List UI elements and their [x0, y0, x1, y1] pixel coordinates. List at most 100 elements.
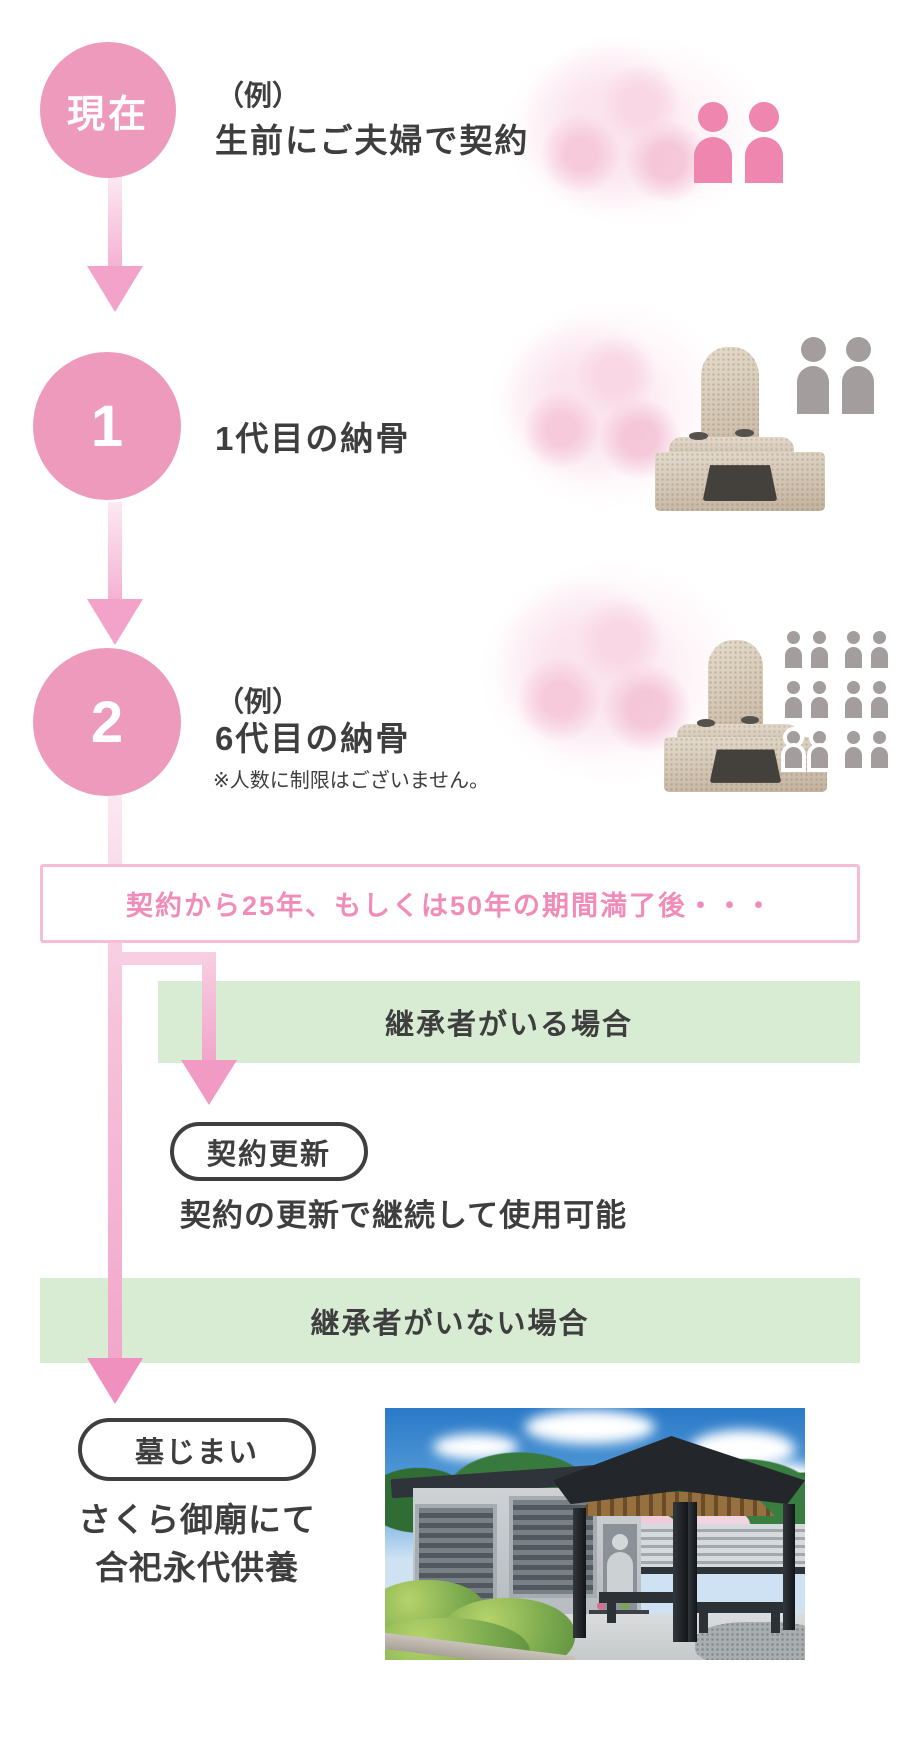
person-head [873, 631, 886, 644]
bench-leg [699, 1613, 708, 1633]
crowd-row [785, 681, 888, 718]
person-body [811, 747, 828, 768]
person-icon [811, 731, 828, 768]
person-body [694, 137, 732, 183]
step-title-now: 生前にご夫婦で契約 [215, 122, 530, 159]
no-heir-header-label: 継承者がいない場合 [310, 1307, 590, 1340]
person-body [871, 697, 888, 718]
person-icon [797, 337, 829, 414]
buddha-statue-head [612, 1534, 628, 1550]
contract-renewal-pill-label: 契約更新 [206, 1138, 331, 1171]
bench [691, 1602, 787, 1613]
period-box-label: 契約から25年、もしくは50年の期間満了後・・・ [125, 891, 775, 921]
altar-flowers [597, 1602, 605, 1610]
step-title-1: 1代目の納骨 [215, 420, 411, 457]
person-head [847, 731, 860, 744]
heir-exists-header: 継承者がいる場合 [158, 981, 860, 1063]
sakura-gobyo-photo [385, 1408, 805, 1660]
grave-incense-cup [689, 432, 708, 441]
step-badge-2-label: 2 [90, 689, 124, 755]
person-icon [811, 681, 828, 718]
person-icon [845, 631, 862, 668]
person-body [845, 747, 862, 768]
person-icon [871, 681, 888, 718]
pavilion-post [783, 1504, 795, 1630]
person-head [749, 102, 779, 132]
person-icon [785, 681, 802, 718]
step-badge-1: 1 [33, 352, 181, 500]
person-body [785, 747, 802, 768]
contract-renewal-pill: 契約更新 [170, 1122, 368, 1181]
cherry-blossom-image [500, 35, 770, 227]
arrow-line-1-to-2 [108, 502, 122, 603]
person-head [847, 681, 860, 694]
person-head [873, 731, 886, 744]
step-badge-now: 現在 [40, 42, 176, 178]
branch-connector-line [112, 952, 216, 965]
branch-line [202, 952, 216, 1063]
arrow-line-now-to-1 [108, 176, 122, 270]
person-body [871, 647, 888, 668]
person-head [813, 731, 826, 744]
grave-illustration [655, 347, 825, 511]
grave-closing-pill: 墓じまい [78, 1418, 316, 1481]
person-icon [785, 731, 802, 768]
step-badge-1-label: 1 [90, 393, 124, 459]
grave-closing-description: さくら御廟にて 合祀永代供養 [60, 1496, 334, 1592]
person-body [871, 747, 888, 768]
person-head [800, 337, 826, 362]
person-icon [871, 731, 888, 768]
grave-incense-cup [696, 719, 715, 727]
crowd-row [785, 631, 888, 668]
person-icon [845, 681, 862, 718]
person-icon [845, 731, 862, 768]
person-body [745, 137, 783, 183]
person-icon [745, 102, 783, 183]
step-badge-2: 2 [33, 648, 181, 796]
bench-leg [771, 1613, 780, 1633]
bench [599, 1592, 693, 1603]
person-head [845, 337, 871, 362]
person-head [787, 631, 800, 644]
grave-opening [709, 749, 782, 783]
person-body [797, 366, 829, 414]
person-head [698, 102, 728, 132]
arrow-head-icon [87, 1358, 143, 1404]
grave-closing-pill-label: 墓じまい [134, 1436, 259, 1469]
pavilion-post [688, 1502, 697, 1642]
period-box: 契約から25年、もしくは50年の期間満了後・・・ [40, 864, 860, 943]
crowd-row [785, 731, 888, 768]
person-body [845, 647, 862, 668]
heir-exists-header-label: 継承者がいる場合 [384, 1009, 633, 1041]
grave-opening [702, 465, 778, 502]
altar-flowers [621, 1602, 629, 1610]
arrow-head-icon [181, 1060, 237, 1105]
person-head [813, 631, 826, 644]
bench-leg [607, 1603, 616, 1623]
person-body [845, 697, 862, 718]
pavilion-post [573, 1508, 586, 1638]
cloud-shape [525, 1410, 655, 1444]
person-head [813, 681, 826, 694]
example-label-2: （例） [216, 686, 301, 717]
grave-illustration [664, 640, 827, 792]
person-body [785, 647, 802, 668]
person-icon [694, 102, 732, 183]
sixth-crowd-grid [785, 631, 888, 768]
no-heir-header: 継承者がいない場合 [40, 1278, 860, 1363]
person-head [873, 681, 886, 694]
contract-renewal-description: 契約の更新で継続して使用可能 [180, 1198, 628, 1233]
person-body [785, 697, 802, 718]
person-head [847, 631, 860, 644]
person-icon [871, 631, 888, 668]
person-body [811, 647, 828, 668]
grave-incense-cup [734, 429, 754, 438]
person-icon [811, 631, 828, 668]
example-label-now: （例） [216, 80, 301, 111]
person-icon [842, 337, 874, 414]
step-badge-now-label: 現在 [66, 93, 149, 136]
step-title-2: 6代目の納骨 [215, 720, 411, 757]
person-icon [785, 631, 802, 668]
person-head [787, 681, 800, 694]
